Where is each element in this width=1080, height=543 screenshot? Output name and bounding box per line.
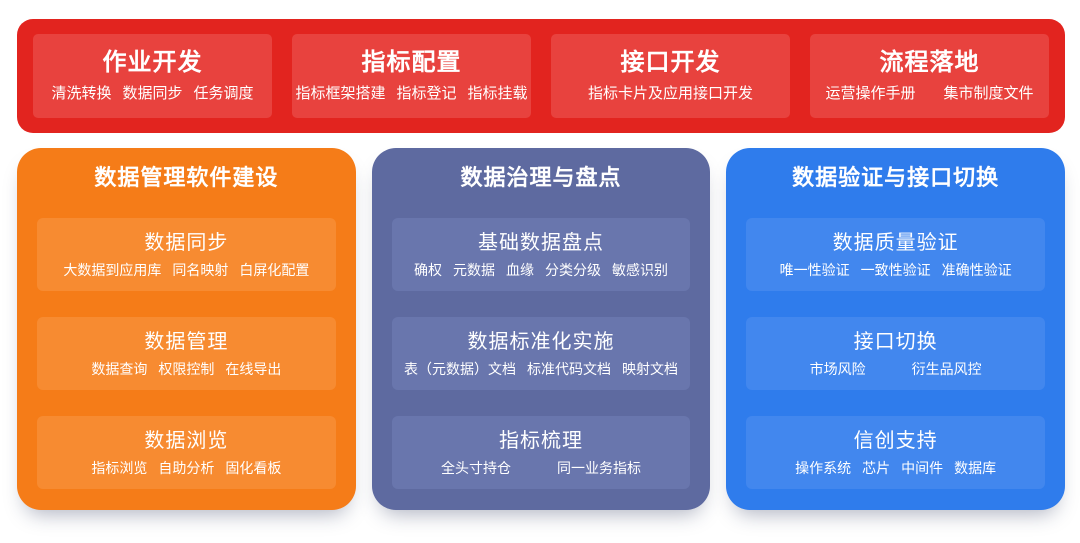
sub-box-keywords: 大数据到应用库 同名映射 白屏化配置 xyxy=(63,263,309,277)
sub-box-data-management: 数据管理 数据查询 权限控制 在线导出 xyxy=(37,317,336,390)
keyword: 任务调度 xyxy=(193,85,254,102)
keyword: 自助分析 xyxy=(158,459,215,476)
sub-box-keywords: 唯一性验证 一致性验证 准确性验证 xyxy=(780,263,1012,277)
panel-data-validation-switch: 数据验证与接口切换 数据质量验证 唯一性验证 一致性验证 准确性验证 接口切换 … xyxy=(726,148,1066,510)
sub-box-title: 数据浏览 xyxy=(144,429,229,452)
keyword: 数据库 xyxy=(954,459,997,476)
sub-box-xinchuang-support: 信创支持 操作系统 芯片 中间件 数据库 xyxy=(746,416,1046,489)
sub-box-data-browse: 数据浏览 指标浏览 自助分析 固化看板 xyxy=(37,416,336,489)
sub-box-indicator-sorting: 指标梳理 全头寸持仓 同一业务指标 xyxy=(391,416,691,489)
keyword: 同一业务指标 xyxy=(557,459,641,476)
keyword: 中间件 xyxy=(901,459,944,476)
panel-data-governance: 数据治理与盘点 基础数据盘点 确权 元数据 血缘 分类分级 敏感识别 数据标准化… xyxy=(371,148,711,510)
keyword: 白屏化配置 xyxy=(239,261,310,278)
sub-box-keywords: 市场风险 衍生品风控 xyxy=(810,362,982,376)
sub-box-keywords: 全头寸持仓 同一业务指标 xyxy=(441,461,641,475)
keyword: 数据同步 xyxy=(122,85,183,102)
banner-box-title: 指标配置 xyxy=(361,49,462,76)
keyword: 权限控制 xyxy=(158,360,215,377)
panel-data-management-software: 数据管理软件建设 数据同步 大数据到应用库 同名映射 白屏化配置 数据管理 数据… xyxy=(17,148,356,510)
keyword: 大数据到应用库 xyxy=(63,261,162,278)
keyword: 操作系统 xyxy=(795,459,852,476)
keyword: 血缘 xyxy=(506,261,534,278)
keyword: 确权 xyxy=(414,261,442,278)
keyword: 指标登记 xyxy=(396,85,457,102)
banner-box-process-landing: 流程落地 运营操作手册 集市制度文件 xyxy=(810,34,1049,118)
panel-title: 数据管理软件建设 xyxy=(94,165,279,190)
sub-box-data-sync: 数据同步 大数据到应用库 同名映射 白屏化配置 xyxy=(37,218,336,291)
sub-box-title: 数据质量验证 xyxy=(832,231,959,254)
keyword: 指标挂载 xyxy=(467,85,528,102)
sub-box-keywords: 操作系统 芯片 中间件 数据库 xyxy=(795,461,996,475)
sub-box-title: 数据标准化实施 xyxy=(467,330,615,353)
keyword: 固化看板 xyxy=(225,459,282,476)
keyword: 在线导出 xyxy=(225,360,282,377)
sub-box-data-standardization: 数据标准化实施 表（元数据）文档 标准代码文档 映射文档 xyxy=(391,317,691,390)
sub-box-title: 基础数据盘点 xyxy=(478,231,604,254)
keyword: 准确性验证 xyxy=(941,261,1012,278)
banner-box-title: 流程落地 xyxy=(879,49,980,76)
keyword: 衍生品风控 xyxy=(911,360,982,377)
keyword: 指标浏览 xyxy=(91,459,148,476)
keyword: 集市制度文件 xyxy=(943,85,1034,102)
sub-box-keywords: 确权 元数据 血缘 分类分级 敏感识别 xyxy=(414,263,668,277)
banner-box-job-development: 作业开发 清洗转换 数据同步 任务调度 xyxy=(33,34,272,118)
keyword: 表（元数据）文档 xyxy=(404,360,516,377)
keyword: 数据查询 xyxy=(91,360,148,377)
banner-box-title: 接口开发 xyxy=(620,49,721,76)
banner-box-keywords: 运营操作手册 集市制度文件 xyxy=(825,86,1033,101)
banner-box-keywords: 清洗转换 数据同步 任务调度 xyxy=(51,86,253,101)
banner-box-keywords: 指标框架搭建 指标登记 指标挂载 xyxy=(295,86,527,101)
keyword: 唯一性验证 xyxy=(779,261,850,278)
banner-box-title: 作业开发 xyxy=(102,49,203,76)
banner-box-interface-development: 接口开发 指标卡片及应用接口开发 xyxy=(551,34,790,118)
sub-box-keywords: 指标浏览 自助分析 固化看板 xyxy=(91,461,281,475)
keyword: 芯片 xyxy=(862,459,891,476)
keyword: 清洗转换 xyxy=(51,85,112,102)
keyword: 敏感识别 xyxy=(612,261,668,278)
keyword: 运营操作手册 xyxy=(825,85,916,102)
panel-title: 数据验证与接口切换 xyxy=(792,165,1000,190)
keyword: 指标框架搭建 xyxy=(295,85,386,102)
keyword: 元数据 xyxy=(453,261,495,278)
keyword: 分类分级 xyxy=(545,261,601,278)
sub-box-title: 接口切换 xyxy=(853,330,938,353)
keyword: 指标卡片及应用接口开发 xyxy=(587,85,753,102)
banner-box-keywords: 指标卡片及应用接口开发 xyxy=(588,86,753,101)
keyword: 映射文档 xyxy=(622,360,678,377)
top-process-banner: 作业开发 清洗转换 数据同步 任务调度 指标配置 指标框架搭建 指标登记 指标挂… xyxy=(17,19,1065,133)
sub-box-keywords: 数据查询 权限控制 在线导出 xyxy=(91,362,281,376)
banner-box-indicator-config: 指标配置 指标框架搭建 指标登记 指标挂载 xyxy=(292,34,531,118)
keyword: 市场风险 xyxy=(809,360,866,377)
keyword: 标准代码文档 xyxy=(527,360,611,377)
sub-box-title: 指标梳理 xyxy=(499,429,583,452)
sub-box-title: 数据管理 xyxy=(144,330,229,353)
pillar-panels-row: 数据管理软件建设 数据同步 大数据到应用库 同名映射 白屏化配置 数据管理 数据… xyxy=(17,148,1066,510)
sub-box-interface-switch: 接口切换 市场风险 衍生品风控 xyxy=(746,317,1046,390)
keyword: 全头寸持仓 xyxy=(441,459,511,476)
keyword: 一致性验证 xyxy=(860,261,931,278)
sub-box-title: 信创支持 xyxy=(853,429,938,452)
sub-box-keywords: 表（元数据）文档 标准代码文档 映射文档 xyxy=(404,362,678,376)
sub-box-title: 数据同步 xyxy=(144,231,229,254)
sub-box-basic-data-inventory: 基础数据盘点 确权 元数据 血缘 分类分级 敏感识别 xyxy=(391,218,691,291)
sub-box-data-quality-validation: 数据质量验证 唯一性验证 一致性验证 准确性验证 xyxy=(746,218,1046,291)
keyword: 同名映射 xyxy=(172,261,229,278)
panel-title: 数据治理与盘点 xyxy=(460,165,622,190)
